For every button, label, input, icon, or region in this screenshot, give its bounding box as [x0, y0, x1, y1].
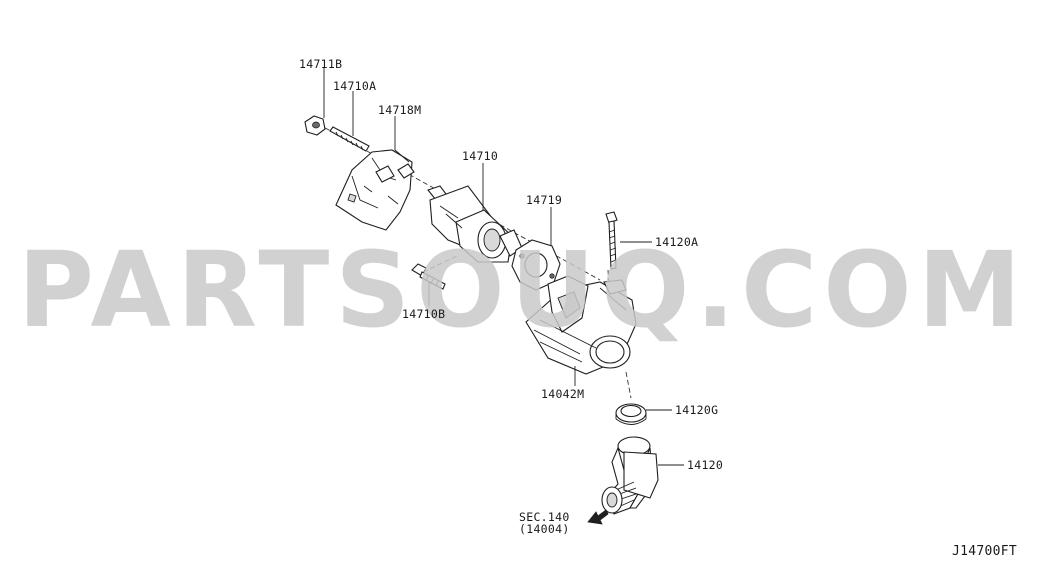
leader-lines	[323, 68, 684, 466]
section-ref-line1[interactable]: SEC.140	[519, 510, 570, 524]
hose-14120	[601, 436, 659, 515]
bolt-axis-line	[422, 255, 458, 273]
gasket-14719	[511, 239, 561, 291]
callout-14120a[interactable]: 14120A	[655, 235, 699, 249]
callout-14711b[interactable]: 14711B	[299, 57, 343, 71]
callout-14719[interactable]: 14719	[526, 193, 563, 207]
diagram-code: J14700FT	[952, 544, 1018, 559]
tube-14042m	[525, 275, 637, 375]
nut-14711b	[304, 115, 326, 136]
section-ref-line2[interactable]: (14004)	[519, 522, 570, 536]
section-arrow	[587, 509, 609, 525]
hose-axis-line	[625, 371, 632, 399]
callout-14120g[interactable]: 14120G	[675, 403, 719, 417]
callout-14042m[interactable]: 14042M	[541, 387, 585, 401]
callout-14710a[interactable]: 14710A	[333, 79, 377, 93]
callout-14710b[interactable]: 14710B	[402, 307, 446, 321]
watermark-text: PARTSOUQ.COM	[17, 229, 1028, 351]
callout-14710[interactable]: 14710	[462, 149, 499, 163]
bolt-14710b	[411, 263, 446, 290]
callout-14120[interactable]: 14120	[687, 458, 724, 472]
callout-14718m[interactable]: 14718M	[378, 103, 422, 117]
bracket-14718m	[335, 149, 415, 231]
stud-14710a	[329, 126, 370, 152]
ring-14120g	[615, 403, 647, 425]
bolt-14120a	[605, 211, 618, 270]
